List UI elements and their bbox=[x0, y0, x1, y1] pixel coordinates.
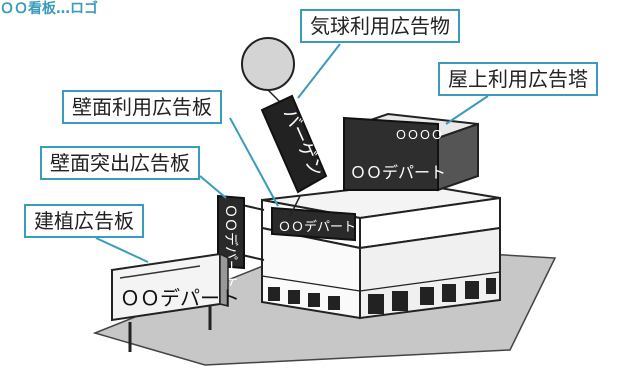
cropped-caption: ＯＯ看板…ロゴ bbox=[0, 1, 98, 17]
advertising-balloon: バーゲン bbox=[241, 37, 328, 217]
label-projecting-sign: 壁面突出広告板 bbox=[40, 146, 200, 180]
rooftop-sign-tower: ＯＯＯＯ ＯＯデパート bbox=[343, 112, 479, 192]
rooftop-sign-main-text: ＯＯデパート bbox=[350, 163, 446, 182]
leader-lines bbox=[95, 43, 489, 263]
label-wall-sign: 壁面利用広告板 bbox=[62, 90, 222, 124]
label-rooftop-tower: 屋上利用広告塔 bbox=[438, 62, 598, 96]
label-balloon-ad: 気球利用広告物 bbox=[300, 9, 460, 43]
label-ground-sign: 建植広告板 bbox=[24, 204, 144, 238]
ground-standing-sign: ＯＯデパート bbox=[111, 252, 240, 352]
wall-sign-board: ＯＯデパート bbox=[271, 206, 356, 242]
projecting-sign-board: ＯＯデパート bbox=[217, 194, 265, 288]
ground-sign-text: ＯＯデパート bbox=[120, 286, 240, 310]
wall-sign-text: ＯＯデパート bbox=[278, 219, 356, 235]
department-store-building bbox=[261, 181, 501, 320]
rooftop-sign-top-text: ＯＯＯＯ bbox=[395, 128, 443, 142]
